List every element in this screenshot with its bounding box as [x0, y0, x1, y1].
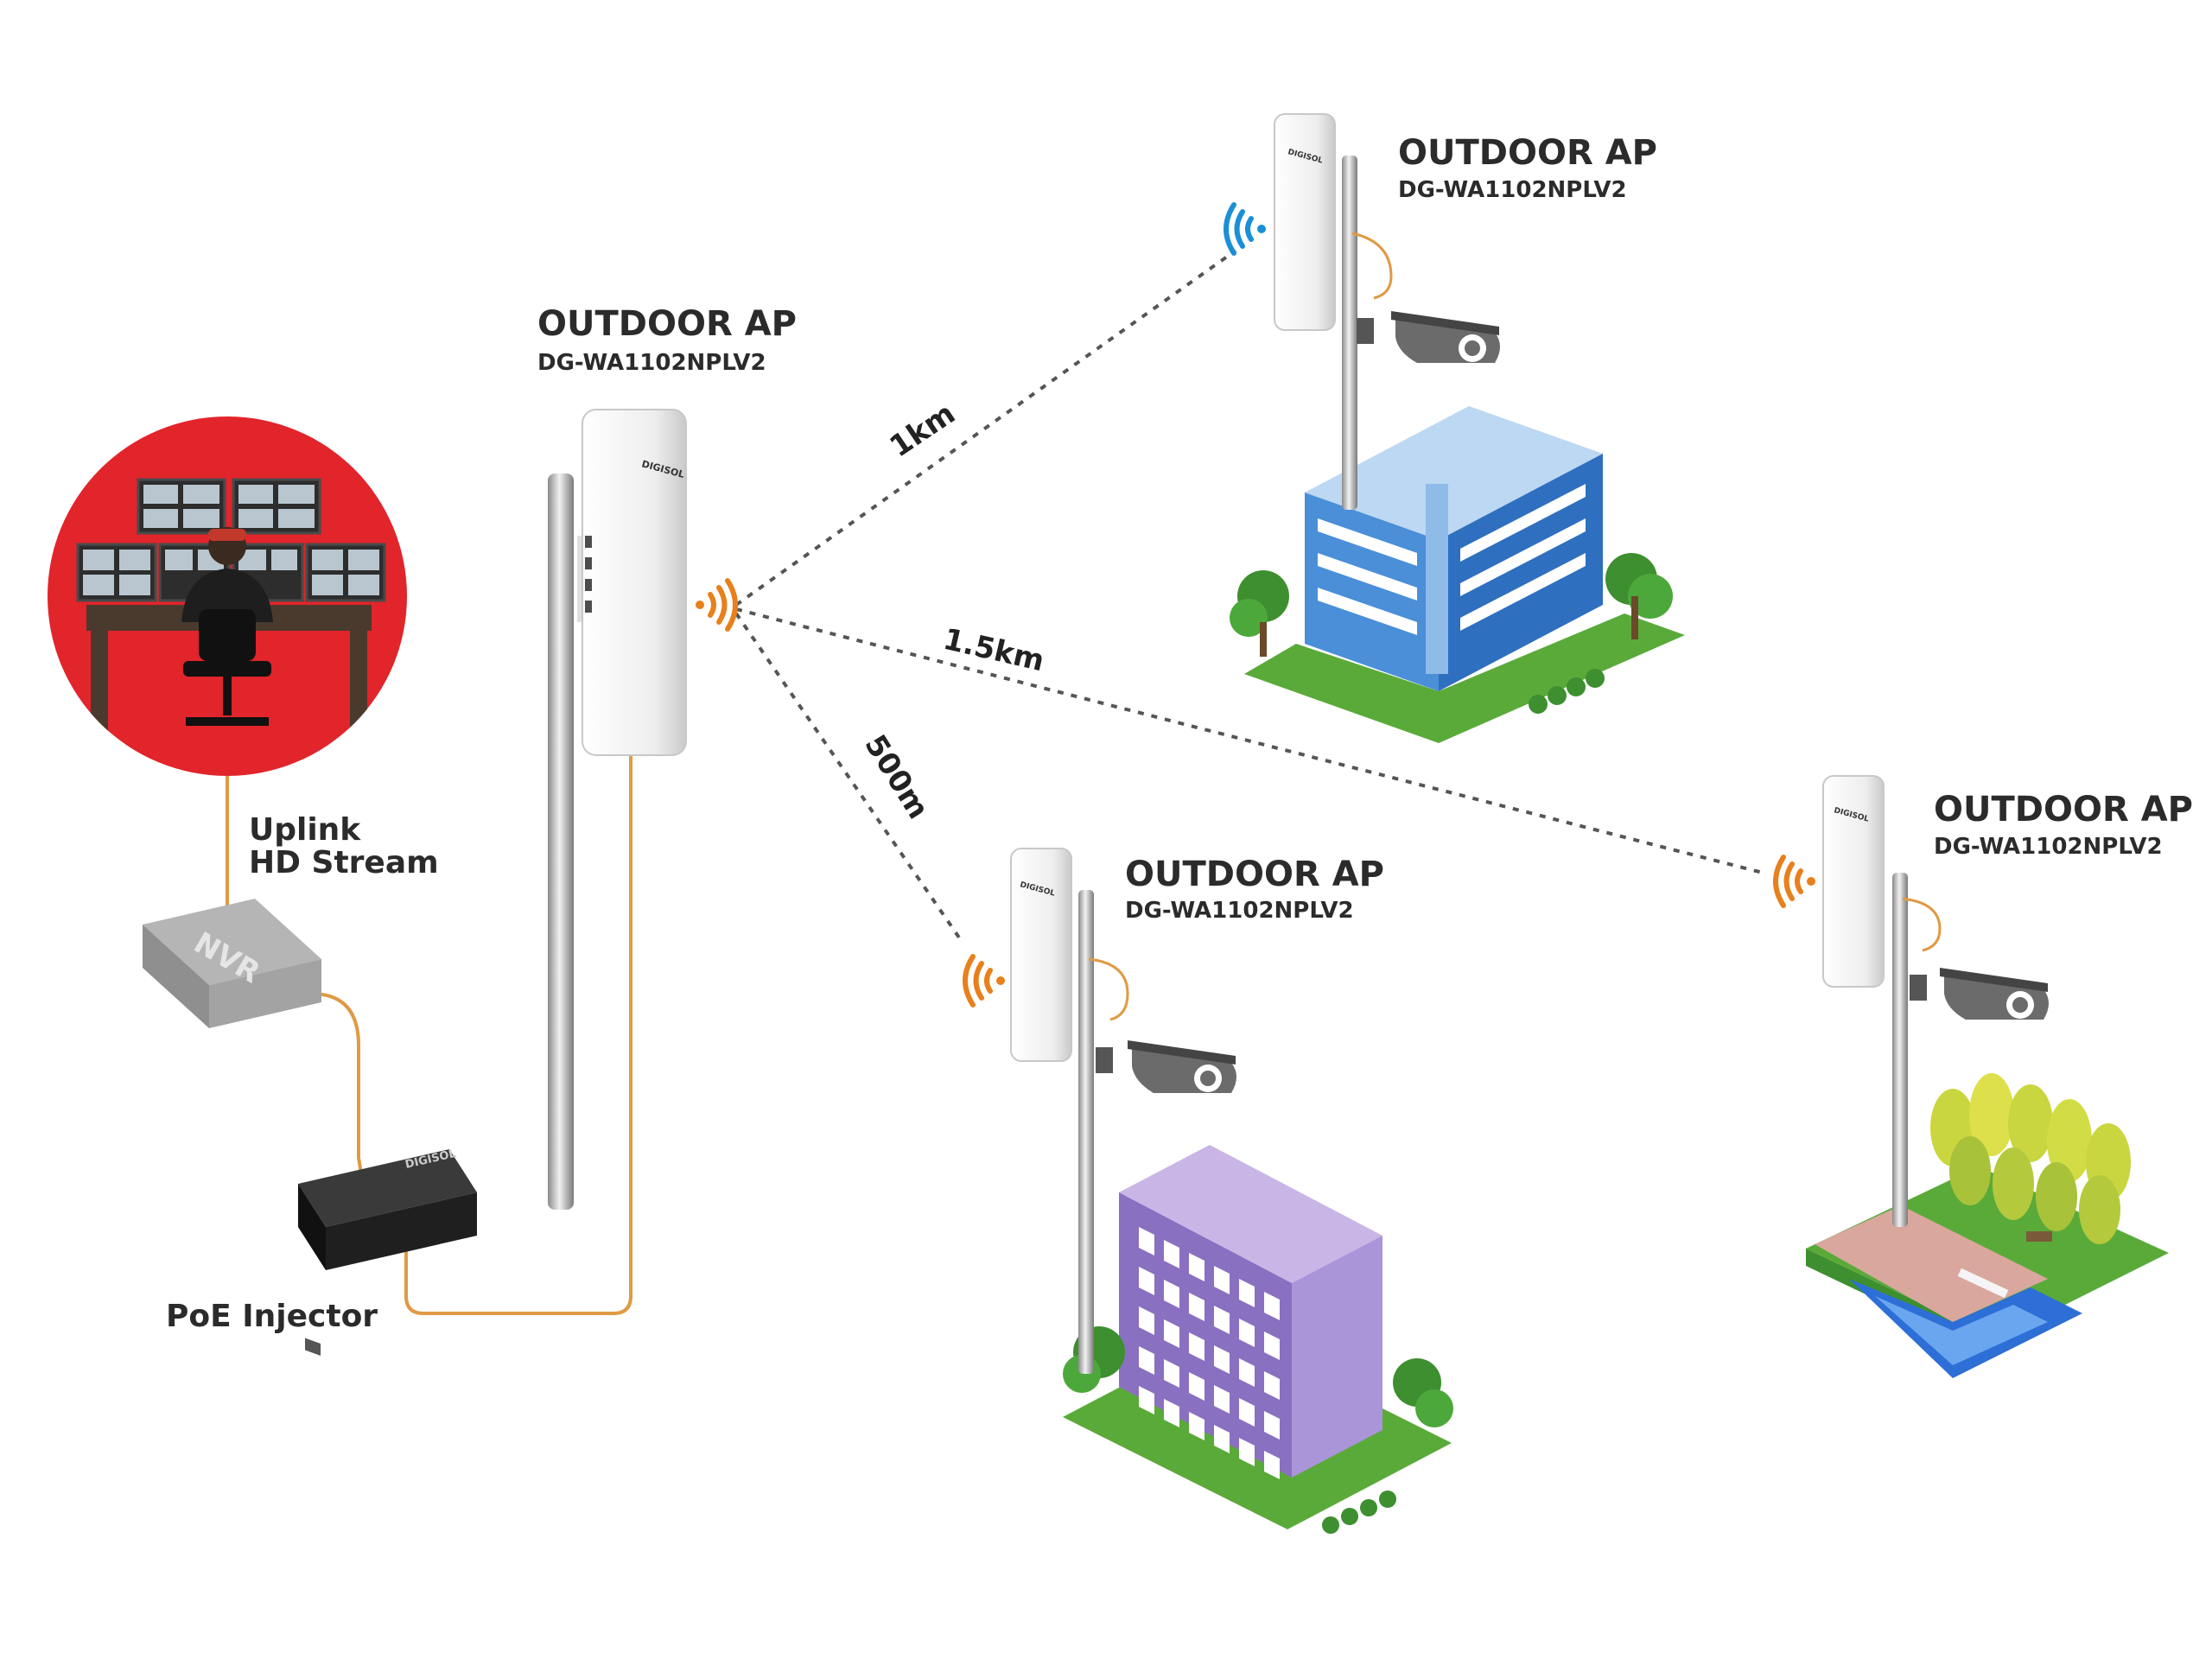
building-window	[1164, 1280, 1179, 1308]
cctv-camera-icon	[1096, 1040, 1236, 1093]
building-window	[1139, 1346, 1154, 1375]
cctv-camera-icon	[1357, 311, 1500, 363]
remote-ap-1-model: DG-WA1102NPLV2	[1398, 177, 1627, 203]
building-window	[1139, 1386, 1154, 1414]
building-windows	[1139, 1227, 1280, 1479]
park-trees	[1930, 1073, 2131, 1244]
distance-label-500m: 500m	[857, 729, 935, 825]
building-window	[1139, 1267, 1154, 1295]
remote-ap-3-model: DG-WA1102NPLV2	[1934, 834, 2163, 860]
uplink-label: Uplink	[249, 812, 361, 848]
hd-stream-label: HD Stream	[249, 845, 439, 880]
nvr-device: NVR	[143, 899, 321, 1028]
link-line-1.5km	[735, 607, 1764, 874]
building-window	[1164, 1319, 1179, 1348]
building-window	[1189, 1332, 1205, 1361]
building-window	[1139, 1227, 1154, 1255]
poe-injector-label: PoE Injector	[166, 1299, 378, 1334]
office-building-icon	[1063, 1145, 1453, 1534]
building-window	[1239, 1319, 1255, 1347]
remote-ap-1: DIGISOL OUTDOOR AP DG-WA1102NPLV2	[1224, 113, 1685, 743]
building-window	[1214, 1306, 1230, 1334]
link-line-500m	[734, 612, 961, 939]
main-ap: DIGISOL OUTDOOR AP DG-WA1102NPLV2	[537, 304, 797, 1210]
building-window	[1214, 1345, 1230, 1374]
poe-to-ap-cable	[404, 752, 632, 1315]
building-window	[1239, 1279, 1255, 1307]
building-window	[1189, 1412, 1205, 1440]
main-ap-model: DG-WA1102NPLV2	[537, 350, 766, 376]
building-window	[1264, 1332, 1280, 1360]
building-window	[1264, 1371, 1280, 1400]
remote-ap-2-model: DG-WA1102NPLV2	[1125, 898, 1354, 924]
link-line-1km	[734, 249, 1237, 607]
building-window	[1264, 1292, 1280, 1320]
building-window	[1189, 1293, 1205, 1321]
remote-ap-2: DIGISOL OUTDOOR AP DG-WA1102NPLV2	[963, 848, 1453, 1534]
main-ap-title: OUTDOOR AP	[537, 304, 797, 344]
building-window	[1164, 1359, 1179, 1388]
building-window	[1239, 1438, 1255, 1466]
distance-label-1.5km: 1.5km	[940, 622, 1047, 679]
distance-label-1km: 1km	[884, 397, 962, 465]
building-window	[1164, 1399, 1179, 1427]
building-window	[1139, 1306, 1154, 1335]
cables	[226, 752, 632, 1315]
building-window	[1264, 1411, 1280, 1440]
building-window	[1239, 1358, 1255, 1387]
remote-ap-3-title: OUTDOOR AP	[1934, 790, 2193, 830]
office-building-icon	[1230, 406, 1685, 743]
remote-ap-3: DIGISOL OUTDOOR AP DG-WA1102NPLV2	[1773, 775, 2193, 1378]
main-ap-pole	[548, 474, 574, 1210]
wifi-signal-icon	[1773, 855, 1815, 908]
building-window	[1164, 1240, 1179, 1268]
remote-ap-2-title: OUTDOOR AP	[1125, 855, 1384, 894]
building-window	[1264, 1451, 1280, 1479]
link-lines	[734, 249, 1764, 939]
wifi-signal-icon	[696, 578, 738, 632]
cctv-camera-icon	[1910, 968, 2049, 1020]
building-window	[1189, 1372, 1205, 1401]
building-window	[1214, 1425, 1230, 1453]
building-window	[1214, 1385, 1230, 1414]
main-ap-unit	[582, 409, 687, 756]
park-icon	[1806, 1073, 2169, 1378]
control-room-icon	[48, 416, 407, 776]
nvr-to-poe-cable	[310, 992, 365, 1185]
wifi-signal-icon	[1224, 202, 1266, 256]
building-window	[1189, 1253, 1205, 1281]
remote-ap-1-title: OUTDOOR AP	[1398, 133, 1657, 173]
building-window	[1239, 1398, 1255, 1427]
poe-injector: DIGISOL	[298, 1147, 477, 1357]
wifi-signal-icon	[963, 954, 1005, 1007]
building-window	[1214, 1266, 1230, 1294]
